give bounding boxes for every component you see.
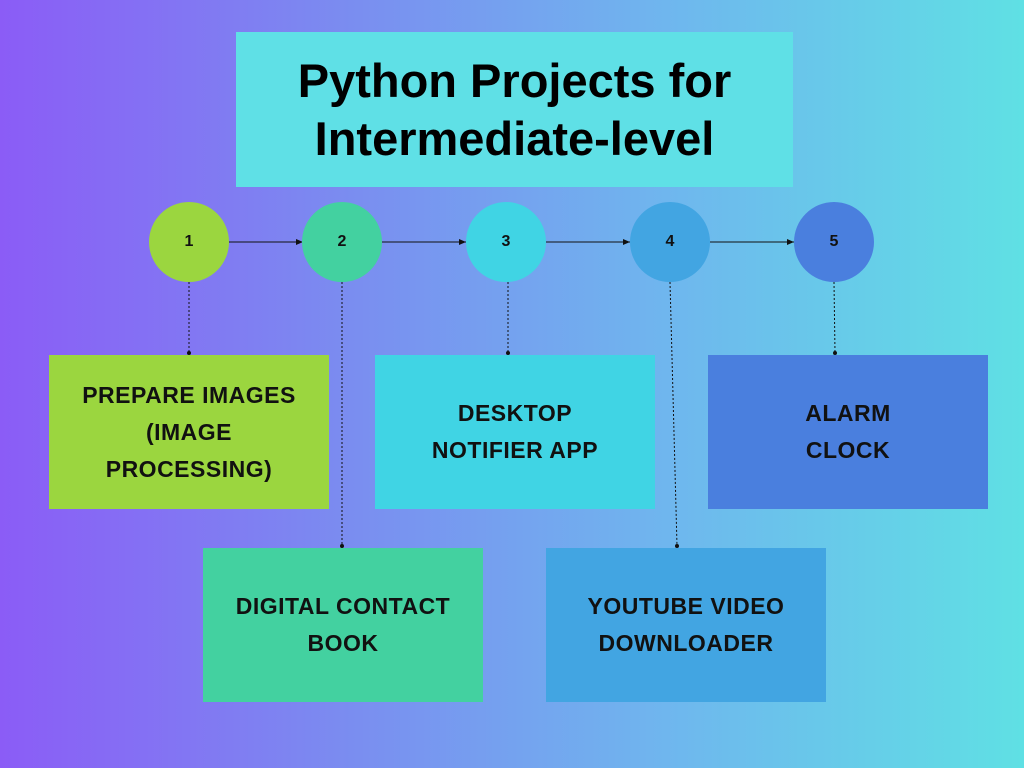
project-label-line: DIGITAL CONTACT bbox=[235, 593, 451, 619]
step-2-circle: 2 bbox=[302, 202, 382, 282]
project-label-line: (IMAGE bbox=[145, 418, 233, 445]
project-label-line: BOOK bbox=[307, 630, 379, 656]
drop-dot-1 bbox=[187, 351, 191, 355]
project-box-desktop-notifier: DESKTOP NOTIFIER APP bbox=[375, 355, 655, 509]
project-box-alarm-clock: ALARM CLOCK bbox=[708, 355, 988, 509]
project-label-line: DOWNLOADER bbox=[598, 630, 774, 656]
project-label-line: ALARM bbox=[805, 400, 891, 426]
project-label-line: CLOCK bbox=[805, 437, 891, 463]
step-3-circle: 3 bbox=[466, 202, 546, 282]
project-label-line: NOTIFIER APP bbox=[431, 437, 599, 463]
drop-dot-2 bbox=[340, 544, 344, 548]
drop-line-5 bbox=[833, 281, 836, 354]
project-box-prepare-images: PREPARE IMAGES (IMAGE PROCESSING) bbox=[49, 355, 329, 509]
drop-dot-4 bbox=[675, 544, 679, 548]
step-1-circle: 1 bbox=[149, 202, 229, 282]
drop-line-4 bbox=[669, 281, 678, 547]
project-label-line: PREPARE IMAGES bbox=[82, 381, 296, 408]
project-box-digital-contact-book: DIGITAL CONTACT BOOK bbox=[203, 548, 483, 702]
step-5-circle: 5 bbox=[794, 202, 874, 282]
project-box-youtube-downloader: YOUTUBE VIDEO DOWNLOADER bbox=[546, 548, 826, 702]
title-line-1: Python Projects for bbox=[297, 53, 732, 107]
project-label-line: DESKTOP bbox=[457, 400, 573, 426]
project-label-line: YOUTUBE VIDEO bbox=[587, 593, 785, 619]
drop-dot-3 bbox=[506, 351, 510, 355]
title-line-2: Intermediate-level bbox=[314, 111, 715, 165]
step-4-circle: 4 bbox=[630, 202, 710, 282]
project-label-line: PROCESSING) bbox=[105, 455, 273, 482]
title-banner: Python Projects for Intermediate-level bbox=[236, 32, 793, 187]
drop-dot-5 bbox=[833, 351, 837, 355]
